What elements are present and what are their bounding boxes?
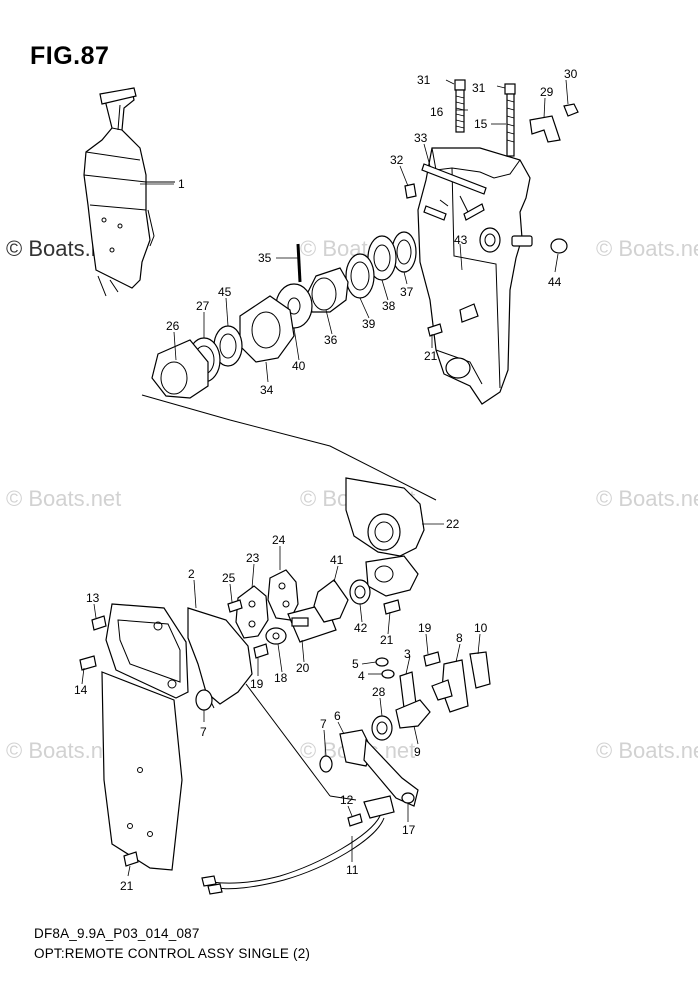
part-41-42 xyxy=(313,579,371,623)
label-part-32: 32 xyxy=(390,153,404,167)
lower-housing-22 xyxy=(345,477,425,597)
label-part-28: 28 xyxy=(372,685,386,699)
frame-plate xyxy=(79,603,189,699)
leader-lines xyxy=(81,79,569,877)
label-part-3: 3 xyxy=(404,647,411,661)
label-part-24: 24 xyxy=(272,533,286,547)
label-part-7: 7 xyxy=(320,717,327,731)
label-part-35: 35 xyxy=(258,251,272,265)
lever-2 xyxy=(187,607,253,711)
gear-assy xyxy=(151,295,295,399)
label-part-29: 29 xyxy=(540,85,554,99)
label-part-21: 21 xyxy=(380,633,394,647)
label-part-37: 37 xyxy=(400,285,414,299)
watermark: © Boats.net xyxy=(596,236,698,261)
label-part-38: 38 xyxy=(382,299,396,313)
watermark: © Boats.net xyxy=(596,738,698,763)
watermark: © Boats.net xyxy=(6,738,122,763)
label-part-5: 5 xyxy=(352,657,359,671)
label-part-9: 9 xyxy=(414,745,421,759)
label-part-27: 27 xyxy=(196,299,210,313)
label-part-19: 19 xyxy=(418,621,432,635)
label-part-4: 4 xyxy=(358,669,365,683)
label-part-26: 26 xyxy=(166,319,180,333)
label-part-23: 23 xyxy=(246,551,260,565)
label-part-36: 36 xyxy=(324,333,338,347)
watermark: © Boats.net xyxy=(6,486,122,511)
bolts-lower xyxy=(227,599,441,667)
part-labels: 1 31 31 30 16 29 15 33 32 43 44 35 37 38… xyxy=(74,67,578,893)
label-part-31: 31 xyxy=(417,73,431,87)
figure-caption: OPT:REMOTE CONTROL ASSY SINGLE (2) xyxy=(34,946,311,961)
label-part-21: 21 xyxy=(424,349,438,363)
label-part-11: 11 xyxy=(346,863,359,877)
label-part-6: 6 xyxy=(334,709,341,723)
watermark: © Boats.net xyxy=(596,486,698,511)
label-part-42: 42 xyxy=(354,621,368,635)
label-part-20: 20 xyxy=(296,661,310,675)
bracket-29 xyxy=(529,103,579,143)
label-part-2: 2 xyxy=(188,567,195,581)
bolts-15-16 xyxy=(454,79,516,157)
label-part-12: 12 xyxy=(340,793,354,807)
label-part-21: 21 xyxy=(120,879,134,893)
label-part-34: 34 xyxy=(260,383,274,397)
small-parts xyxy=(319,657,395,773)
cam-17 xyxy=(245,683,419,807)
label-part-39: 39 xyxy=(362,317,376,331)
pin-33 xyxy=(404,163,568,254)
label-part-22: 22 xyxy=(446,517,460,531)
label-part-41: 41 xyxy=(330,553,344,567)
label-part-7: 7 xyxy=(200,725,207,739)
label-part-16: 16 xyxy=(430,105,444,119)
label-part-8: 8 xyxy=(456,631,463,645)
label-part-45: 45 xyxy=(218,285,232,299)
label-part-25: 25 xyxy=(222,571,236,585)
label-part-30: 30 xyxy=(564,67,578,81)
label-part-14: 14 xyxy=(74,683,88,697)
label-part-19: 19 xyxy=(250,677,264,691)
label-part-13: 13 xyxy=(86,591,100,605)
label-part-10: 10 xyxy=(474,621,488,635)
linkage-parts xyxy=(395,651,491,729)
switch-and-cable xyxy=(201,795,395,895)
cover-plate xyxy=(101,671,183,871)
label-part-43: 43 xyxy=(454,233,468,247)
label-part-31: 31 xyxy=(472,81,486,95)
figure-title: FIG.87 xyxy=(30,42,110,70)
bolt-21-upper xyxy=(427,323,443,337)
label-part-17: 17 xyxy=(402,823,416,837)
label-part-44: 44 xyxy=(548,275,562,289)
remote-control-assy xyxy=(83,87,175,297)
label-part-40: 40 xyxy=(292,359,306,373)
label-part-1: 1 xyxy=(178,177,185,191)
label-part-18: 18 xyxy=(274,671,288,685)
label-part-15: 15 xyxy=(474,117,488,131)
label-part-33: 33 xyxy=(414,131,428,145)
drawing-code: DF8A_9.9A_P03_014_087 xyxy=(34,926,200,941)
